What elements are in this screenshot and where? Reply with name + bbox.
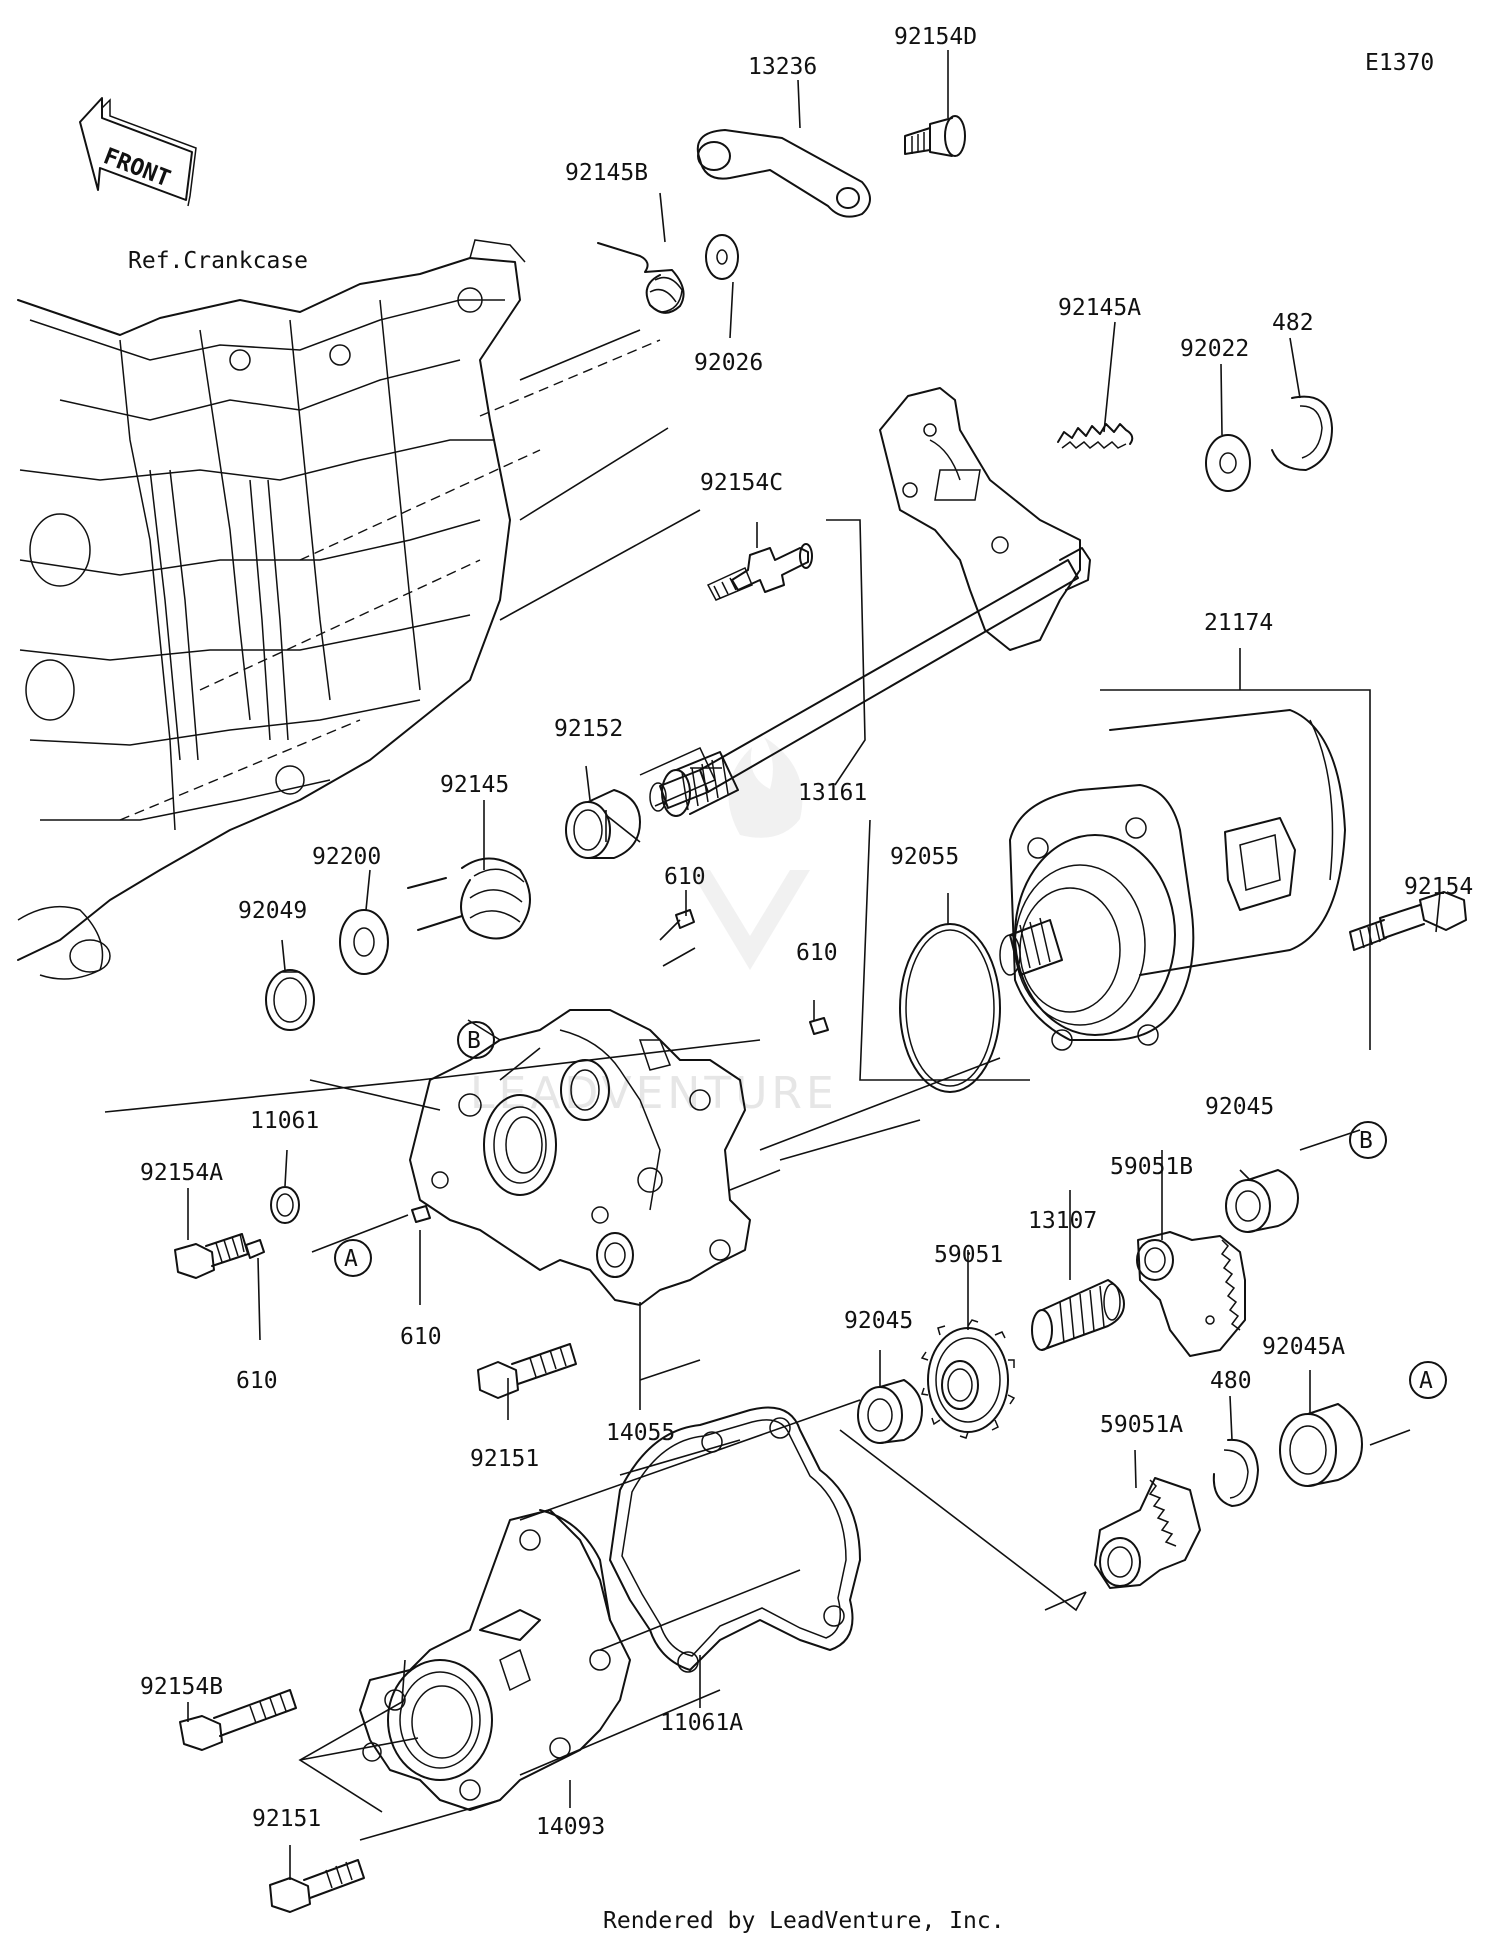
label-92045A: 92045A: [1262, 1334, 1345, 1360]
label-92145B: 92145B: [565, 160, 648, 186]
part-59051A-gear: [1094, 1477, 1201, 1589]
callout-a-right: A: [1409, 1361, 1447, 1399]
part-92151-bolt-lower: [269, 1859, 365, 1913]
label-92200: 92200: [312, 844, 381, 870]
part-13236-arm: [696, 129, 871, 218]
watermark-logo: [690, 737, 810, 970]
part-11061A-gasket: [609, 1406, 861, 1673]
label-11061A: 11061A: [660, 1710, 743, 1736]
label-92145A: 92145A: [1058, 295, 1141, 321]
label-13161: 13161: [798, 780, 867, 806]
part-92151-bolt-upper: [477, 1343, 577, 1399]
front-arrow-icon: FRONT: [79, 97, 197, 207]
svg-text:A: A: [1419, 1368, 1433, 1394]
svg-text:A: A: [344, 1246, 358, 1272]
label-92154A: 92154A: [140, 1160, 223, 1186]
callout-a-left: A: [334, 1239, 372, 1277]
part-92154C-stud: [706, 543, 813, 601]
label-480: 480: [1210, 1368, 1252, 1394]
label-92154C: 92154C: [700, 470, 783, 496]
svg-text:B: B: [1359, 1128, 1373, 1154]
label-21174: 21174: [1204, 610, 1273, 636]
part-92145-spring: [407, 857, 531, 940]
part-92154A-bolt: [174, 1233, 249, 1279]
part-13107-shaft: [1031, 1279, 1125, 1351]
callout-b-upper: B: [457, 1021, 495, 1059]
label-482: 482: [1272, 310, 1314, 336]
label-11061: 11061: [250, 1108, 319, 1134]
part-610-dowel-upper-a: [675, 909, 695, 929]
assembly-axes: [119, 329, 1001, 1651]
diagram-id: E1370: [1365, 50, 1434, 76]
part-92145A-spring: [1057, 423, 1134, 449]
label-59051A: 59051A: [1100, 1412, 1183, 1438]
part-92049-seal: [265, 969, 315, 1031]
part-11061-oring: [270, 1186, 300, 1224]
ref-crankcase-label: Ref.Crankcase: [128, 248, 308, 274]
part-92152-bushing: [565, 789, 641, 859]
label-92154D: 92154D: [894, 24, 977, 50]
label-14093: 14093: [536, 1814, 605, 1840]
part-482-circlip: [1271, 395, 1333, 471]
part-610-dowel-lower-a: [411, 1205, 431, 1223]
part-480-circlip: [1212, 1438, 1259, 1507]
part-14093-housing: [359, 1509, 631, 1811]
label-92026: 92026: [694, 350, 763, 376]
callout-b-right: B: [1349, 1121, 1387, 1159]
svg-text:B: B: [467, 1028, 481, 1054]
label-92045-upper: 92045: [1205, 1094, 1274, 1120]
part-92154B-bolt: [179, 1689, 297, 1751]
label-92154B: 92154B: [140, 1674, 223, 1700]
label-610-lower-b: 610: [236, 1368, 278, 1394]
part-92200-washer: [339, 909, 389, 975]
label-610-upper-a: 610: [664, 864, 706, 890]
part-92022-washer: [1205, 434, 1251, 492]
part-13161-shift-shaft: [639, 387, 1091, 817]
label-92022: 92022: [1180, 336, 1249, 362]
part-92055-oring: [899, 923, 1001, 1093]
part-92154-bolt: [1349, 891, 1467, 951]
front-label: FRONT: [100, 143, 174, 192]
label-92154: 92154: [1404, 874, 1473, 900]
label-610-lower-a: 610: [400, 1324, 442, 1350]
label-59051B: 59051B: [1110, 1154, 1193, 1180]
label-13107: 13107: [1028, 1208, 1097, 1234]
label-14055: 14055: [606, 1420, 675, 1446]
part-92026-washer: [705, 234, 739, 280]
part-14055-cover: [409, 1009, 751, 1306]
label-59051: 59051: [934, 1242, 1003, 1268]
label-92152: 92152: [554, 716, 623, 742]
label-13236: 13236: [748, 54, 817, 80]
part-92145B-spring: [597, 242, 685, 314]
part-92045A-bearing: [1279, 1403, 1363, 1487]
part-610-dowel-upper-b: [809, 1017, 829, 1035]
footer-credit: Rendered by LeadVenture, Inc.: [603, 1908, 1005, 1934]
part-59051-gear: [920, 1319, 1016, 1439]
label-92145: 92145: [440, 772, 509, 798]
crankcase-ref-drawing: [17, 239, 526, 980]
part-610-dowel-lower-b: [245, 1239, 265, 1259]
part-92154D-bolt: [904, 115, 966, 157]
label-92151-lower: 92151: [252, 1806, 321, 1832]
leader-lines: [104, 50, 1441, 1880]
part-21174-motor: [999, 709, 1346, 1051]
part-92045-bearing-upper: [1225, 1169, 1299, 1233]
label-610-upper-b: 610: [796, 940, 838, 966]
label-92055: 92055: [890, 844, 959, 870]
watermark-text: LEADVENTURE: [470, 1068, 838, 1119]
part-92045-bearing-lower: [857, 1379, 923, 1444]
label-92049: 92049: [238, 898, 307, 924]
label-92045-lower: 92045: [844, 1308, 913, 1334]
part-59051B-gear: [1136, 1231, 1246, 1357]
label-92151-upper: 92151: [470, 1446, 539, 1472]
